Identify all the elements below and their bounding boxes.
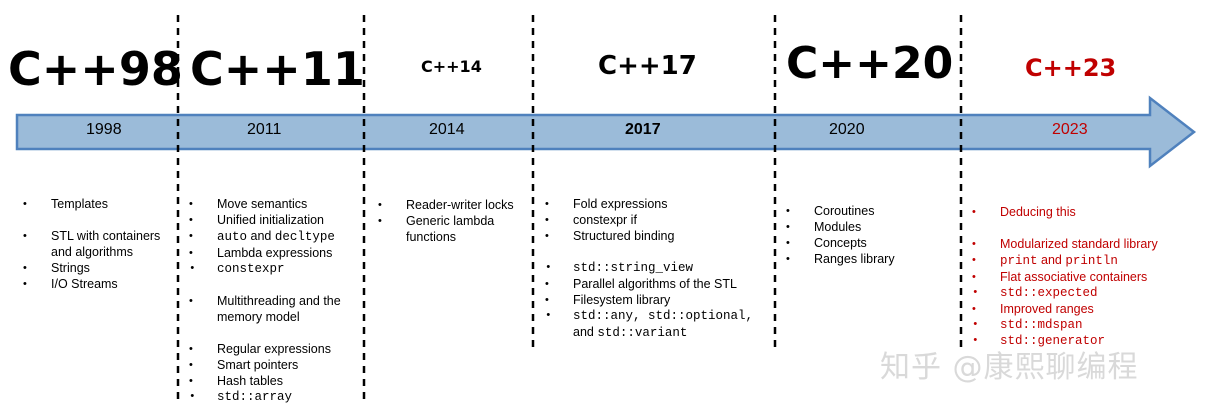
- list-item: Templates: [23, 196, 160, 212]
- list-item: Hash tables: [189, 373, 341, 389]
- list-item: std::any, std::optional,: [545, 308, 753, 324]
- list-item: Structured binding: [545, 228, 753, 244]
- cpp17-feature-list: Fold expressions constexpr if Structured…: [545, 196, 753, 341]
- list-item: Flat associative containers: [972, 269, 1158, 285]
- list-item: std::expected: [972, 285, 1158, 301]
- year-2017: 2017: [625, 121, 661, 138]
- list-item: Smart pointers: [189, 357, 341, 373]
- conjunction: and: [573, 325, 594, 339]
- list-item: print and println: [972, 252, 1158, 269]
- list-item-continued: memory model: [217, 310, 300, 324]
- year-2011: 2011: [247, 121, 282, 138]
- list-item: Reader-writer locks: [378, 197, 514, 213]
- version-cpp14: C++14: [421, 57, 482, 76]
- list-item-continued: and algorithms: [51, 245, 133, 259]
- list-item: Ranges library: [786, 251, 894, 267]
- code-variant: std::variant: [597, 326, 688, 340]
- list-item: Parallel algorithms of the STL: [545, 276, 753, 292]
- code-println: println: [1065, 254, 1118, 268]
- list-item: Generic lambda: [378, 213, 514, 229]
- cpp20-feature-list: Coroutines Modules Concepts Ranges libra…: [786, 203, 895, 267]
- version-cpp98: C++98: [8, 42, 183, 96]
- list-item: auto and decltype: [189, 228, 341, 245]
- version-cpp17: C++17: [598, 51, 697, 81]
- list-item: Unified initialization: [189, 212, 341, 228]
- list-item: std::string_view: [545, 260, 753, 276]
- cpp98-feature-list: Templates STL with containers and algori…: [23, 196, 160, 292]
- list-item: Modules: [786, 219, 895, 235]
- year-2023: 2023: [1052, 121, 1088, 138]
- version-cpp20: C++20: [786, 38, 954, 89]
- list-item: STL with containers: [23, 228, 160, 244]
- year-2020: 2020: [829, 121, 865, 138]
- code-print: print: [1000, 254, 1038, 268]
- timeline-arrow: [15, 95, 1197, 169]
- list-item: Regular expressions: [189, 341, 341, 357]
- year-1998: 1998: [86, 121, 122, 138]
- conjunction: and: [1041, 253, 1062, 267]
- list-item: std::generator: [972, 333, 1158, 349]
- list-item-continued: and std::variant: [573, 324, 753, 341]
- version-cpp11: C++11: [190, 42, 365, 96]
- list-item: Concepts: [786, 235, 895, 251]
- list-item: constexpr if: [545, 212, 753, 228]
- cpp14-feature-list: Reader-writer locks Generic lambda funct…: [378, 197, 514, 245]
- code-decltype: decltype: [274, 230, 335, 244]
- cpp23-feature-list: Deducing this Modularized standard libra…: [972, 204, 1158, 349]
- list-item-continued: functions: [406, 230, 457, 244]
- list-item: Fold expressions: [545, 196, 753, 212]
- list-item: Move semantics: [189, 196, 341, 212]
- year-2014: 2014: [429, 121, 465, 138]
- list-item: Lambda expressions: [189, 245, 341, 261]
- list-item: constexpr: [189, 261, 341, 277]
- list-item: Coroutines: [786, 203, 895, 219]
- watermark: 知乎 @康熙聊编程: [880, 350, 1139, 385]
- list-item: I/O Streams: [23, 276, 160, 292]
- list-item: std::array: [189, 389, 341, 405]
- list-item: Modularized standard library: [972, 236, 1158, 252]
- cpp11-feature-list: Move semantics Unified initialization au…: [189, 196, 341, 405]
- code-auto: auto: [217, 230, 248, 244]
- list-item: std::mdspan: [972, 317, 1158, 333]
- version-cpp23: C++23: [1025, 54, 1117, 82]
- list-item: Deducing this: [972, 204, 1158, 220]
- list-item: Strings: [23, 260, 160, 276]
- list-item: Improved ranges: [972, 301, 1158, 317]
- list-item: Filesystem library: [545, 292, 753, 308]
- conjunction: and: [250, 229, 272, 243]
- list-item: Multithreading and the: [189, 293, 341, 309]
